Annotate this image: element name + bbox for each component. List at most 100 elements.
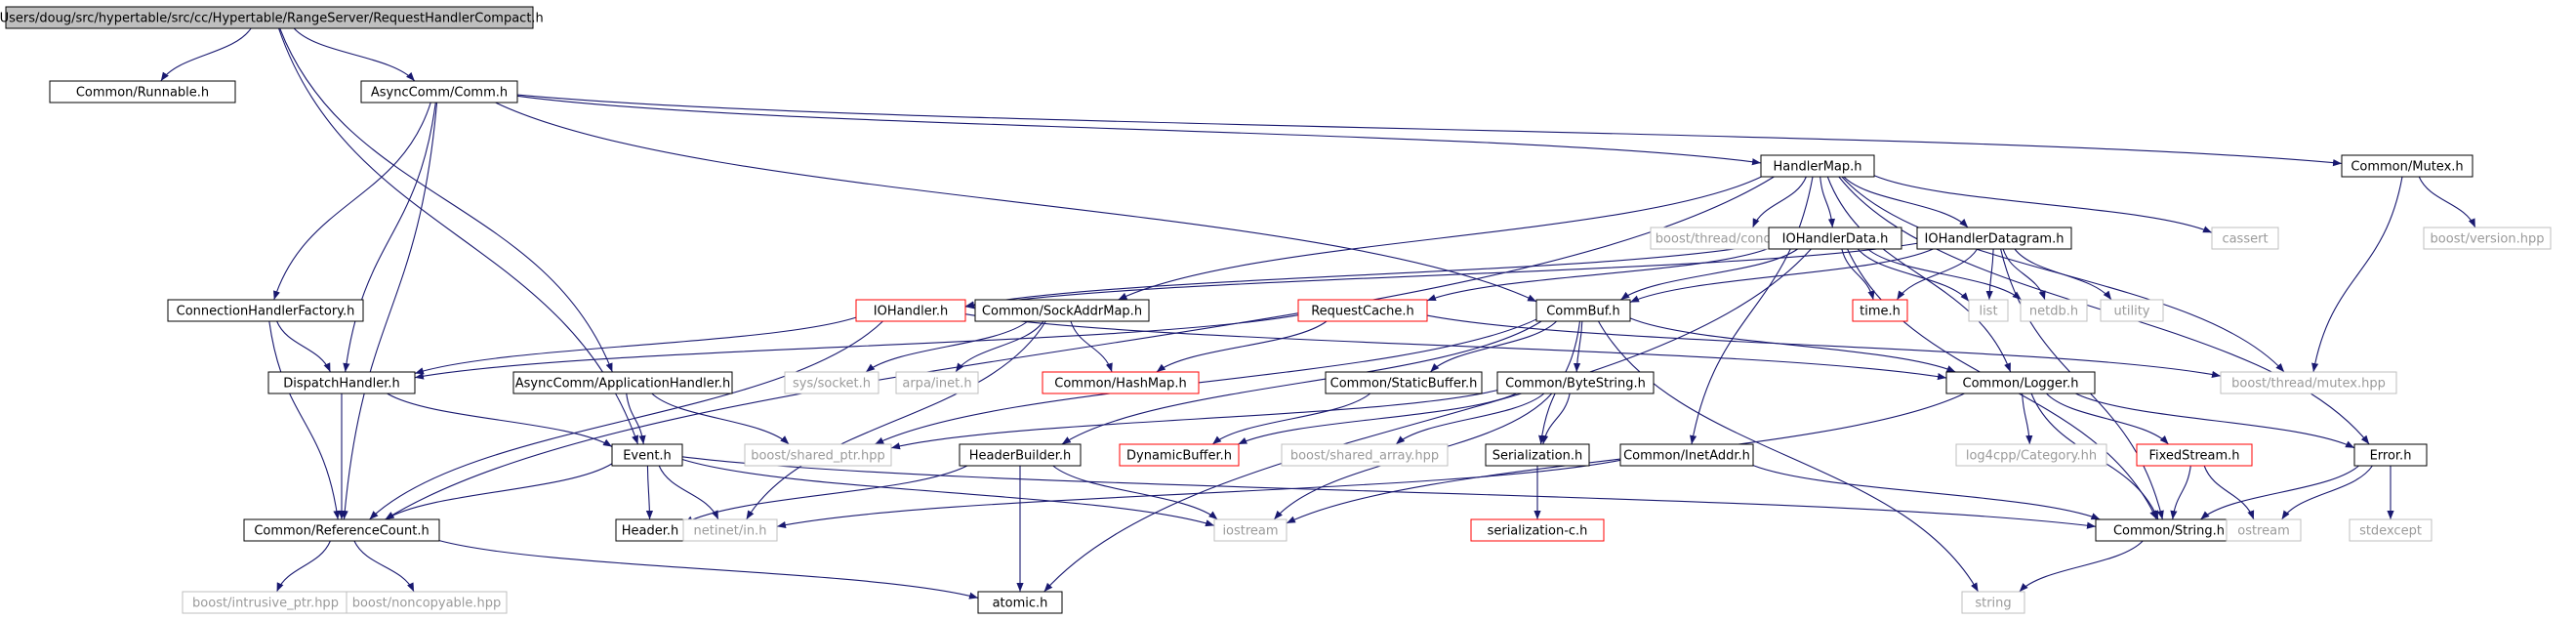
node-bintrusive[interactable]: boost/intrusive_ptr.hpp xyxy=(182,591,349,614)
node-label: iostream xyxy=(1222,524,1278,539)
edge-commbuf-to-stringh xyxy=(1597,320,1980,593)
node-ostream[interactable]: ostream xyxy=(2226,518,2302,542)
node-staticbuf[interactable]: Common/StaticBuffer.h xyxy=(1325,371,1483,394)
edge-refcount-to-bnoncopy xyxy=(353,540,415,593)
node-commbuf[interactable]: CommBuf.h xyxy=(1535,299,1631,322)
node-box xyxy=(1470,518,1605,542)
edge-requestcache-to-hashmap xyxy=(1156,320,1328,373)
node-box xyxy=(267,371,416,394)
node-arpainet[interactable]: arpa/inet.h xyxy=(895,371,979,394)
node-dynbuf[interactable]: DynamicBuffer.h xyxy=(1119,443,1240,467)
node-root[interactable]: /Users/doug/src/hypertable/src/cc/Hypert… xyxy=(0,6,544,29)
node-box xyxy=(1968,299,2009,322)
node-timeh[interactable]: time.h xyxy=(1852,299,1908,322)
edge-iohandlerdata-to-atomic xyxy=(1043,248,1812,593)
node-hbuilder[interactable]: HeaderBuilder.h xyxy=(959,443,1082,467)
node-utility[interactable]: utility xyxy=(2100,299,2164,322)
node-bsharedarr[interactable]: boost/shared_array.hpp xyxy=(1281,443,1449,467)
node-netdb[interactable]: netdb.h xyxy=(2020,299,2088,322)
node-logger[interactable]: Common/Logger.h xyxy=(1945,371,2096,394)
node-box xyxy=(611,443,683,467)
node-cassert[interactable]: cassert xyxy=(2211,227,2279,250)
edge-iohandlerdata-to-netdb xyxy=(1866,248,2023,301)
node-box xyxy=(243,518,440,542)
node-cstring[interactable]: Common/String.h xyxy=(2095,518,2243,542)
node-netinet[interactable]: netinet/in.h xyxy=(682,518,778,542)
node-refcount[interactable]: Common/ReferenceCount.h xyxy=(243,518,440,542)
edge-iohandlerdgram-to-iohandler xyxy=(964,242,1918,310)
edge-iohandler-to-logger xyxy=(964,313,1947,381)
node-stringh[interactable]: string xyxy=(1961,591,2025,614)
node-box xyxy=(974,299,1150,322)
node-serialc[interactable]: serialization-c.h xyxy=(1470,518,1605,542)
edge-iohandlerdata-to-list xyxy=(1857,248,1970,302)
node-atomic[interactable]: atomic.h xyxy=(977,591,1063,614)
node-box xyxy=(1281,443,1449,467)
edge-comm-to-dispatch xyxy=(343,102,436,373)
node-box xyxy=(49,80,236,103)
node-label: Common/String.h xyxy=(2113,524,2225,539)
node-syssocket[interactable]: sys/socket.h xyxy=(784,371,879,394)
edge-logger-to-fixedstream xyxy=(2046,393,2169,445)
edge-root-to-comm xyxy=(293,27,416,82)
node-box xyxy=(1485,443,1590,467)
edge-fixedstream-to-ostream xyxy=(2203,465,2255,520)
node-bytestring[interactable]: Common/ByteString.h xyxy=(1496,371,1655,394)
node-dispatch[interactable]: DispatchHandler.h xyxy=(267,371,416,394)
edge-commbuf-to-bytestring xyxy=(1573,320,1583,373)
edge-event-to-iostream xyxy=(681,458,1215,527)
edge-comm-to-connfactory xyxy=(273,102,431,301)
edge-hbuilder-to-iostream xyxy=(1052,465,1218,520)
node-errorh[interactable]: Error.h xyxy=(2353,443,2428,467)
node-inetaddr[interactable]: Common/InetAddr.h xyxy=(1619,443,1754,467)
node-label: boost/intrusive_ptr.hpp xyxy=(192,597,339,611)
node-iohandlerdgram[interactable]: IOHandlerDatagram.h xyxy=(1916,227,2072,250)
node-handlermap[interactable]: HandlerMap.h xyxy=(1760,154,1875,178)
node-apphandler[interactable]: AsyncComm/ApplicationHandler.h xyxy=(512,371,733,394)
node-label: IOHandler.h xyxy=(874,305,948,319)
node-box xyxy=(5,6,534,29)
node-iohandler[interactable]: IOHandler.h xyxy=(855,299,966,322)
node-hashmap[interactable]: Common/HashMap.h xyxy=(1042,371,1200,394)
node-label: arpa/inet.h xyxy=(902,377,971,392)
node-serialization[interactable]: Serialization.h xyxy=(1485,443,1590,467)
node-label: HeaderBuilder.h xyxy=(969,449,1072,464)
node-sockaddrmap[interactable]: Common/SockAddrMap.h xyxy=(974,299,1150,322)
node-label: HandlerMap.h xyxy=(1774,160,1862,175)
node-requestcache[interactable]: RequestCache.h xyxy=(1297,299,1428,322)
node-label: Serialization.h xyxy=(1492,449,1582,464)
edge-refcount-to-atomic xyxy=(438,540,979,599)
node-label: /Users/doug/src/hypertable/src/cc/Hypert… xyxy=(0,12,544,26)
node-comm[interactable]: AsyncComm/Comm.h xyxy=(360,80,518,103)
node-bversion[interactable]: boost/version.hpp xyxy=(2423,227,2552,250)
node-box xyxy=(977,591,1063,614)
node-fixedstream[interactable]: FixedStream.h xyxy=(2136,443,2253,467)
node-bmutex[interactable]: boost/thread/mutex.hpp xyxy=(2220,371,2397,394)
node-runnable[interactable]: Common/Runnable.h xyxy=(49,80,236,103)
node-bnoncopy[interactable]: boost/noncopyable.hpp xyxy=(346,591,508,614)
node-iostream[interactable]: iostream xyxy=(1213,518,1288,542)
edge-cstring-to-stringh xyxy=(2019,540,2144,593)
edge-sockaddrmap-to-netinet xyxy=(746,320,1046,520)
node-box xyxy=(2341,154,2474,178)
node-list[interactable]: list xyxy=(1968,299,2009,322)
node-event[interactable]: Event.h xyxy=(611,443,683,467)
edge-bytestring-to-dynbuf xyxy=(1238,393,1517,445)
node-headerh[interactable]: Header.h xyxy=(615,518,685,542)
node-label: boost/thread/mutex.hpp xyxy=(2231,377,2386,392)
node-stdexcept[interactable]: stdexcept xyxy=(2349,518,2433,542)
edge-handlermap-to-bthread_cond xyxy=(1752,176,1807,228)
node-label: ostream xyxy=(2237,524,2290,539)
node-log4cpp[interactable]: log4cpp/Category.hh xyxy=(1955,443,2107,467)
node-bshared[interactable]: boost/shared_ptr.hpp xyxy=(744,443,892,467)
edge-handlermap-to-sockaddrmap xyxy=(1118,176,1762,301)
edge-iohandlerdgram-to-utility xyxy=(2014,248,2112,301)
node-connfactory[interactable]: ConnectionHandlerFactory.h xyxy=(167,299,364,322)
node-label: Common/HashMap.h xyxy=(1054,377,1187,392)
node-box xyxy=(1297,299,1428,322)
edge-handlermap-to-iohandlerdata xyxy=(1820,176,1836,228)
node-mutex[interactable]: Common/Mutex.h xyxy=(2341,154,2474,178)
node-box xyxy=(1213,518,1288,542)
edge-mutex-to-bversion xyxy=(2418,176,2476,228)
node-iohandlerdata[interactable]: IOHandlerData.h xyxy=(1768,227,1902,250)
